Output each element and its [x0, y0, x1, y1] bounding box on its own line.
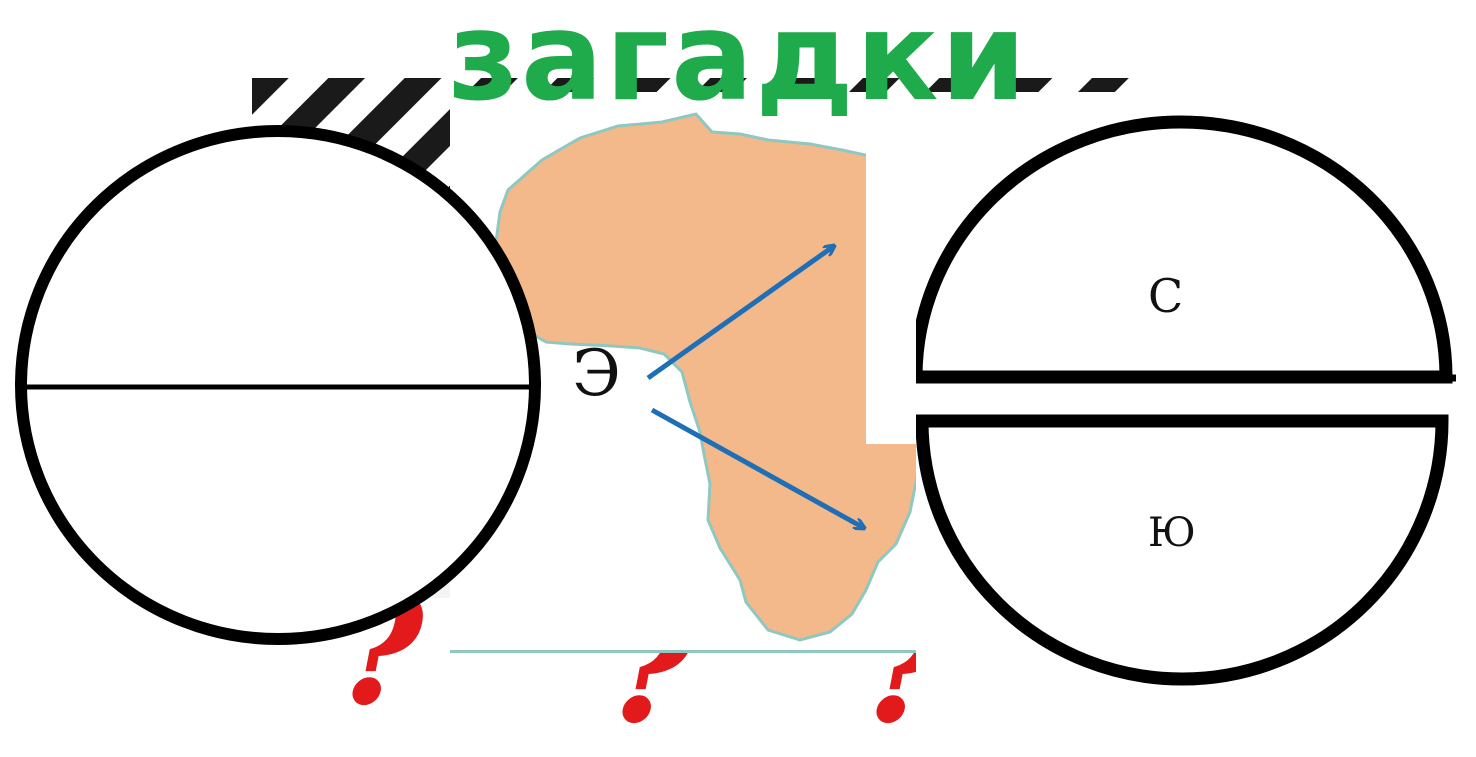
hemispheres-diagram: С Ю — [916, 105, 1476, 720]
hemispheres-drawing — [916, 115, 1456, 686]
equator-label: Э — [572, 337, 621, 411]
africa-landmass — [492, 112, 918, 642]
globe-circle-divided — [15, 125, 541, 645]
south-label: Ю — [1148, 510, 1196, 556]
arrow-south — [650, 407, 864, 528]
arrow-north — [646, 246, 834, 381]
northern-hemisphere — [916, 115, 1453, 384]
direction-arrows — [646, 92, 918, 650]
north-label: С — [1148, 269, 1184, 323]
slide: ? ? ? Э С Ю — [15, 0, 1476, 744]
page-title: загадки — [448, 0, 1029, 128]
southern-hemisphere — [916, 414, 1449, 686]
